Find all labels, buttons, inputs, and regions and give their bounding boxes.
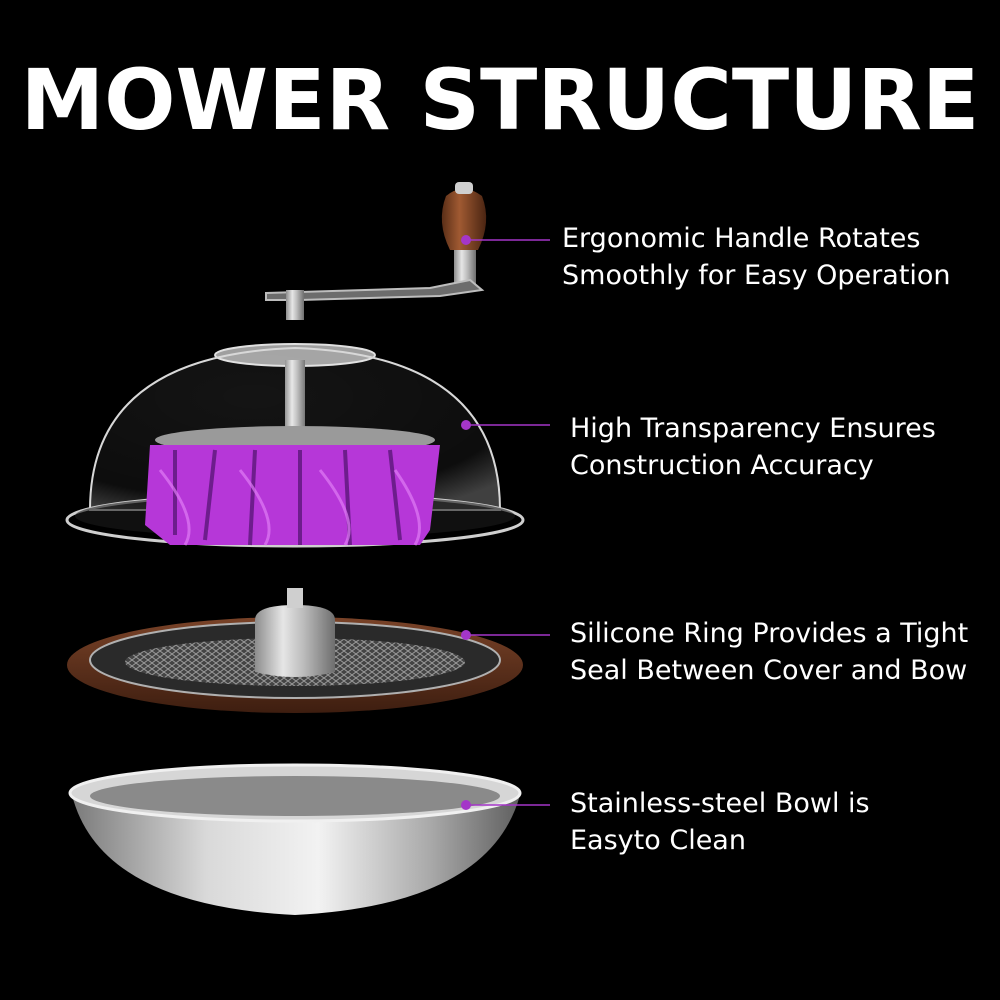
- callout-handle-line2: Smoothly for Easy Operation: [562, 260, 951, 291]
- page-title: MOWER STRUCTURE: [20, 51, 980, 149]
- crank-arm: [265, 278, 485, 301]
- handle-assembly: [265, 182, 487, 320]
- handle-shaft: [454, 245, 476, 285]
- callout-bowl-line2: Easyto Clean: [570, 825, 746, 856]
- callout-dome-line1: High Transparency Ensures: [570, 413, 936, 444]
- handle-knob: [441, 189, 487, 250]
- callout-handle-line1: Ergonomic Handle Rotates: [562, 223, 921, 254]
- callout-leaders: [461, 235, 550, 810]
- callout-dome-line2: Construction Accuracy: [570, 450, 874, 481]
- callout-silicone-line2: Seal Between Cover and Bow: [570, 655, 968, 686]
- callout-dome: High Transparency Ensures Construction A…: [570, 410, 936, 484]
- callout-handle: Ergonomic Handle Rotates Smoothly for Ea…: [562, 220, 951, 294]
- purple-blades: [145, 426, 440, 546]
- callout-bowl-line1: Stainless-steel Bowl is: [570, 788, 870, 819]
- callout-bowl: Stainless-steel Bowl is Easyto Clean: [570, 785, 870, 859]
- silicone-ring-lid: [67, 588, 523, 713]
- callout-silicone-line1: Silicone Ring Provides a Tight: [570, 618, 969, 649]
- callout-silicone-ring: Silicone Ring Provides a Tight Seal Betw…: [570, 615, 968, 689]
- stainless-steel-bowl: [68, 763, 522, 915]
